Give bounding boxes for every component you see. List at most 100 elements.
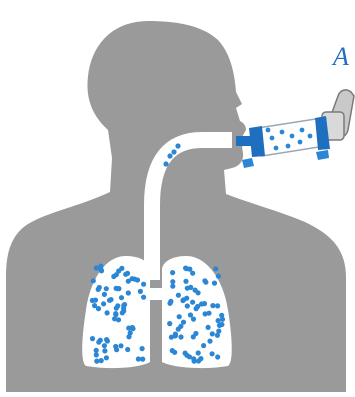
droplet — [216, 274, 221, 279]
droplet — [210, 303, 215, 308]
droplet — [132, 277, 137, 282]
droplet — [118, 343, 123, 348]
droplet — [104, 337, 109, 342]
droplet — [176, 293, 181, 298]
droplet — [308, 134, 313, 139]
droplet — [141, 282, 146, 287]
droplet — [128, 330, 133, 335]
droplet — [210, 351, 215, 356]
droplet — [192, 359, 197, 364]
droplet — [206, 325, 211, 330]
droplet — [172, 350, 177, 355]
droplet — [104, 286, 109, 291]
droplet — [215, 303, 220, 308]
droplet — [266, 128, 271, 133]
droplet — [170, 279, 175, 284]
droplet — [163, 161, 168, 166]
droplet — [170, 284, 175, 289]
droplet — [116, 268, 121, 273]
droplet — [177, 314, 182, 319]
droplet — [102, 343, 107, 348]
droplet — [185, 303, 190, 308]
droplet — [280, 130, 285, 135]
droplet — [93, 298, 98, 303]
corner-letter: A — [333, 42, 349, 72]
droplet — [97, 285, 102, 290]
droplet — [207, 339, 212, 344]
droplet — [274, 146, 279, 151]
droplet — [136, 356, 141, 361]
droplet — [121, 308, 126, 313]
droplet — [94, 265, 99, 270]
droplet — [184, 296, 189, 301]
droplet — [196, 290, 201, 295]
droplet — [104, 355, 109, 360]
droplet — [210, 331, 215, 336]
droplet — [300, 128, 305, 133]
droplet — [215, 333, 220, 338]
droplet — [92, 303, 97, 308]
droplet — [107, 298, 112, 303]
droplet — [98, 264, 103, 269]
droplet — [102, 292, 107, 297]
droplet — [111, 274, 116, 279]
droplet — [178, 334, 183, 339]
droplet — [115, 303, 120, 308]
droplet — [126, 290, 131, 295]
droplet — [119, 295, 124, 300]
droplet — [212, 281, 217, 286]
droplet — [167, 153, 172, 158]
spacer-chamber-icon — [236, 116, 330, 168]
droplet — [94, 359, 99, 364]
droplet — [105, 310, 110, 315]
droplet — [181, 320, 186, 325]
droplet — [183, 351, 188, 356]
droplet — [130, 325, 135, 330]
droplet — [123, 272, 128, 277]
droplet — [203, 280, 208, 285]
droplet — [91, 278, 96, 283]
droplet — [138, 289, 143, 294]
droplet — [167, 301, 172, 306]
droplet — [113, 311, 118, 316]
droplet — [286, 144, 291, 149]
droplet — [187, 267, 192, 272]
droplet — [198, 356, 203, 361]
droplet — [183, 279, 188, 284]
droplet — [140, 346, 145, 351]
droplet — [215, 354, 220, 359]
droplet — [194, 306, 199, 311]
droplet — [199, 301, 204, 306]
droplet — [187, 354, 192, 359]
droplet — [171, 149, 176, 154]
droplet — [175, 143, 180, 148]
droplet — [173, 332, 178, 337]
droplet — [216, 318, 221, 323]
droplet — [270, 136, 275, 141]
droplet — [219, 322, 224, 327]
droplet — [114, 347, 119, 352]
droplet — [290, 134, 295, 139]
droplet — [170, 270, 175, 275]
droplet — [99, 358, 104, 363]
droplet — [196, 350, 201, 355]
droplet — [167, 321, 172, 326]
droplet — [206, 311, 211, 316]
droplet — [213, 266, 218, 271]
droplet — [298, 140, 303, 145]
droplet — [219, 313, 224, 318]
droplet — [201, 343, 206, 348]
droplet — [90, 336, 95, 341]
spacer-device — [236, 90, 354, 168]
droplet — [185, 286, 190, 291]
droplet — [101, 301, 106, 306]
droplet — [102, 348, 107, 353]
droplet — [94, 348, 99, 353]
droplet — [94, 352, 99, 357]
droplet — [191, 317, 196, 322]
droplet — [112, 316, 117, 321]
droplet — [141, 295, 146, 300]
droplet — [190, 300, 195, 305]
